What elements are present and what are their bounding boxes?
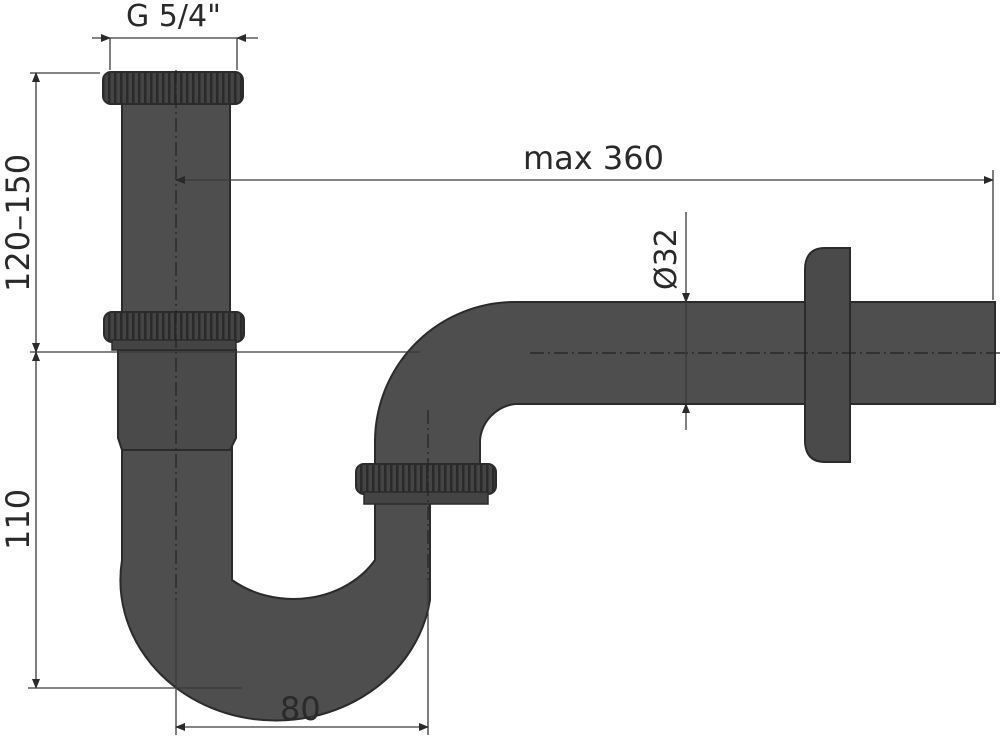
top-nut (102, 71, 244, 105)
elbow (374, 301, 811, 481)
offset-label: 80 (280, 690, 321, 728)
wall-rosette (804, 247, 851, 463)
trap-nut (355, 463, 497, 505)
upper-height-label: 120–150 (0, 153, 37, 292)
max-length-label: max 360 (523, 139, 664, 177)
lower-height-label: 110 (0, 488, 37, 550)
u-bend (119, 439, 431, 722)
middle-nut (103, 311, 245, 351)
thread-size-label: G 5/4" (126, 0, 221, 34)
diameter-label: Ø32 (649, 228, 684, 290)
centerlines (175, 70, 1000, 600)
dimension-lines (28, 34, 994, 735)
lower-sleeve (117, 349, 237, 451)
